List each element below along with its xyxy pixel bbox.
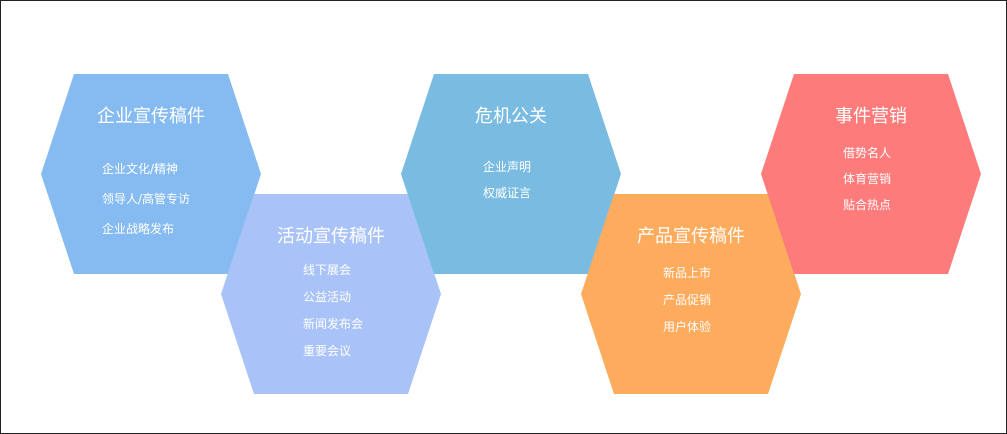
hexagon-item: 权威证言 bbox=[483, 186, 532, 200]
hexagon-item-list: 企业声明 权威证言 bbox=[483, 154, 531, 206]
hexagon-item: 借势名人 bbox=[843, 146, 892, 160]
hexagon-item: 贴合热点 bbox=[843, 198, 892, 212]
hexagon-item: 企业文化/精神 bbox=[102, 162, 179, 176]
hexagon-title: 危机公关 bbox=[475, 106, 547, 127]
hexagon-event-publicity: 活动宣传稿件 线下展会 公益活动 新闻发布会 重要会议 bbox=[221, 194, 441, 394]
hexagon-item: 公益活动 bbox=[303, 290, 352, 304]
hexagon-item-list: 线下展会 公益活动 新闻发布会 重要会议 bbox=[303, 257, 363, 365]
hexagon-item-list: 企业文化/精神 领导人/高管专访 企业战略发布 bbox=[102, 154, 190, 244]
hexagon-title: 活动宣传稿件 bbox=[277, 226, 385, 247]
hexagon-item: 产品促销 bbox=[663, 293, 712, 307]
hexagon-crisis-pr: 危机公关 企业声明 权威证言 bbox=[401, 74, 621, 274]
hexagon-corporate-publicity: 企业宣传稿件 企业文化/精神 领导人/高管专访 企业战略发布 bbox=[41, 74, 261, 274]
hexagon-item: 企业声明 bbox=[483, 160, 532, 174]
hexagon-item: 体育营销 bbox=[843, 172, 892, 186]
hexagon-item: 线下展会 bbox=[303, 263, 352, 277]
hexagon-item: 新品上市 bbox=[663, 266, 712, 280]
hexagon-item: 企业战略发布 bbox=[102, 222, 175, 236]
hexagon-title: 产品宣传稿件 bbox=[637, 226, 745, 247]
hexagon-item: 领导人/高管专访 bbox=[102, 192, 191, 206]
hexagon-item: 用户体验 bbox=[663, 320, 712, 334]
hexagon-event-marketing: 事件营销 借势名人 体育营销 贴合热点 bbox=[761, 74, 981, 274]
hexagon-item-list: 借势名人 体育营销 贴合热点 bbox=[843, 140, 891, 218]
hexagon-item: 重要会议 bbox=[303, 344, 352, 358]
hexagon-title: 事件营销 bbox=[835, 106, 907, 127]
hexagon-product-publicity: 产品宣传稿件 新品上市 产品促销 用户体验 bbox=[581, 194, 801, 394]
hexagon-item-list: 新品上市 产品促销 用户体验 bbox=[663, 260, 711, 341]
hexagon-item: 新闻发布会 bbox=[303, 317, 364, 331]
hexagon-title: 企业宣传稿件 bbox=[97, 106, 205, 127]
